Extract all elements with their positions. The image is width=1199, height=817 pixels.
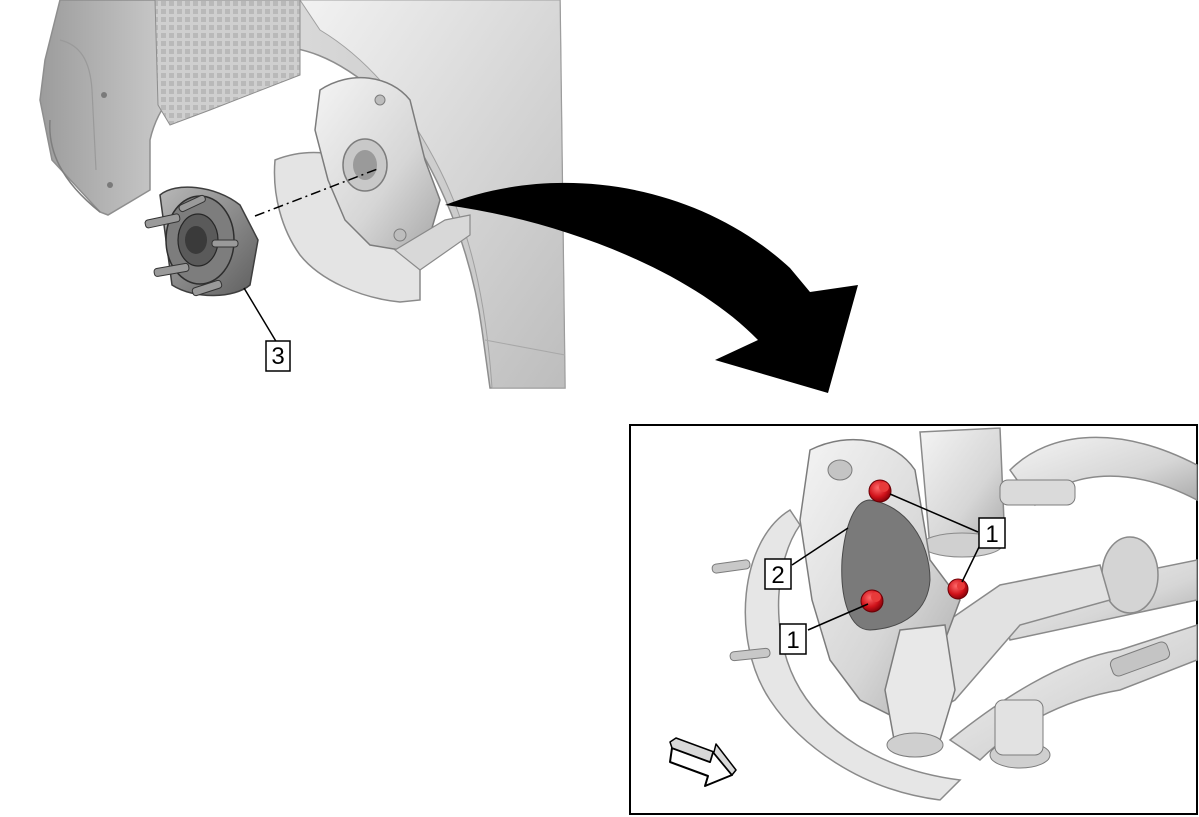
callout-label-1-lower: 1: [786, 627, 799, 654]
steering-knuckle: [273, 77, 471, 303]
hub-bolt-right: [947, 578, 969, 600]
leader-lines-detail: [791, 493, 981, 631]
callout-label-1-upper: 1: [985, 521, 998, 548]
callout-bolt-lower: 1: [779, 623, 807, 655]
wheel-stud: [144, 194, 239, 297]
curved-arrow-icon: [445, 182, 858, 393]
callout-label-2: 2: [771, 562, 784, 589]
direction-arrow-icon: [669, 737, 737, 787]
callout-bolt-upper: 1: [978, 517, 1006, 549]
callout-backing-plate: 2: [764, 558, 792, 590]
leader-line-hub: [243, 287, 278, 344]
detail-view: 1 2 1: [629, 424, 1198, 815]
wheel-arch-liner: [39, 0, 566, 389]
callout-label-3: 3: [271, 343, 284, 370]
hub-bolt-upper: [868, 479, 892, 503]
hub-bolt-lower: [860, 589, 884, 613]
callout-hub-assembly: 3: [265, 340, 291, 372]
overview-view: 3: [39, 0, 566, 389]
wheel-hub-assembly: [144, 186, 259, 297]
alignment-axis-line: [254, 167, 381, 217]
